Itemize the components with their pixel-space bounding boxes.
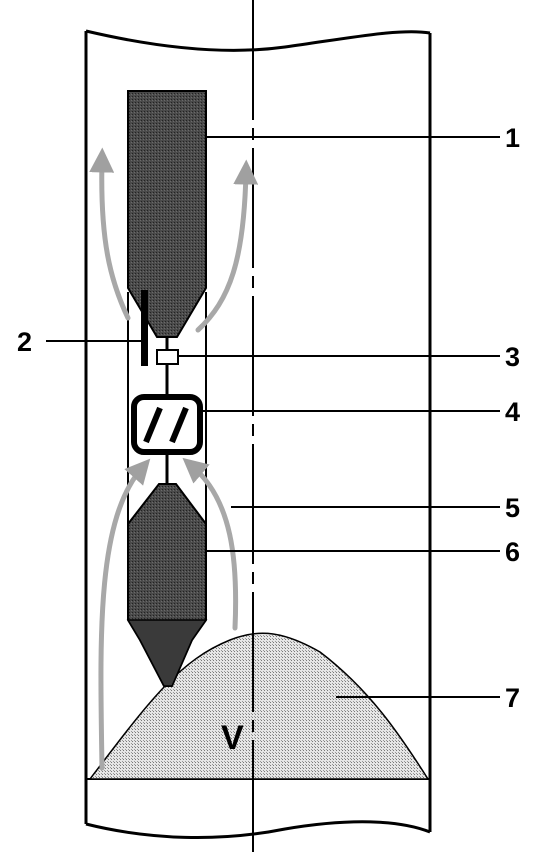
flow-arrow-lower-right (182, 457, 239, 631)
callout-6: 6 (505, 537, 520, 567)
lower-body-tip (126, 619, 208, 687)
callout-2: 2 (17, 327, 32, 357)
leader-lines (46, 136, 500, 698)
flow-arrow-upper-right (195, 159, 259, 333)
velocity-label: V (221, 719, 244, 757)
upper-body (127, 90, 207, 338)
flow-arrow-upper-left (89, 147, 131, 321)
pipe-bottom-edge (85, 820, 431, 840)
sensor-element-3 (156, 349, 179, 365)
callout-3: 3 (505, 342, 520, 372)
flow-arrows (89, 147, 259, 771)
pipe-top-edge (85, 29, 431, 52)
callout-1: 1 (505, 123, 520, 153)
velocity-profile (88, 632, 430, 780)
callout-4: 4 (505, 397, 520, 427)
sensor-element-4 (131, 394, 203, 455)
callout-7: 7 (505, 683, 520, 713)
callout-5: 5 (505, 493, 520, 523)
flow-arrow-lower-left (98, 458, 151, 771)
sensor-element-2 (141, 290, 148, 366)
